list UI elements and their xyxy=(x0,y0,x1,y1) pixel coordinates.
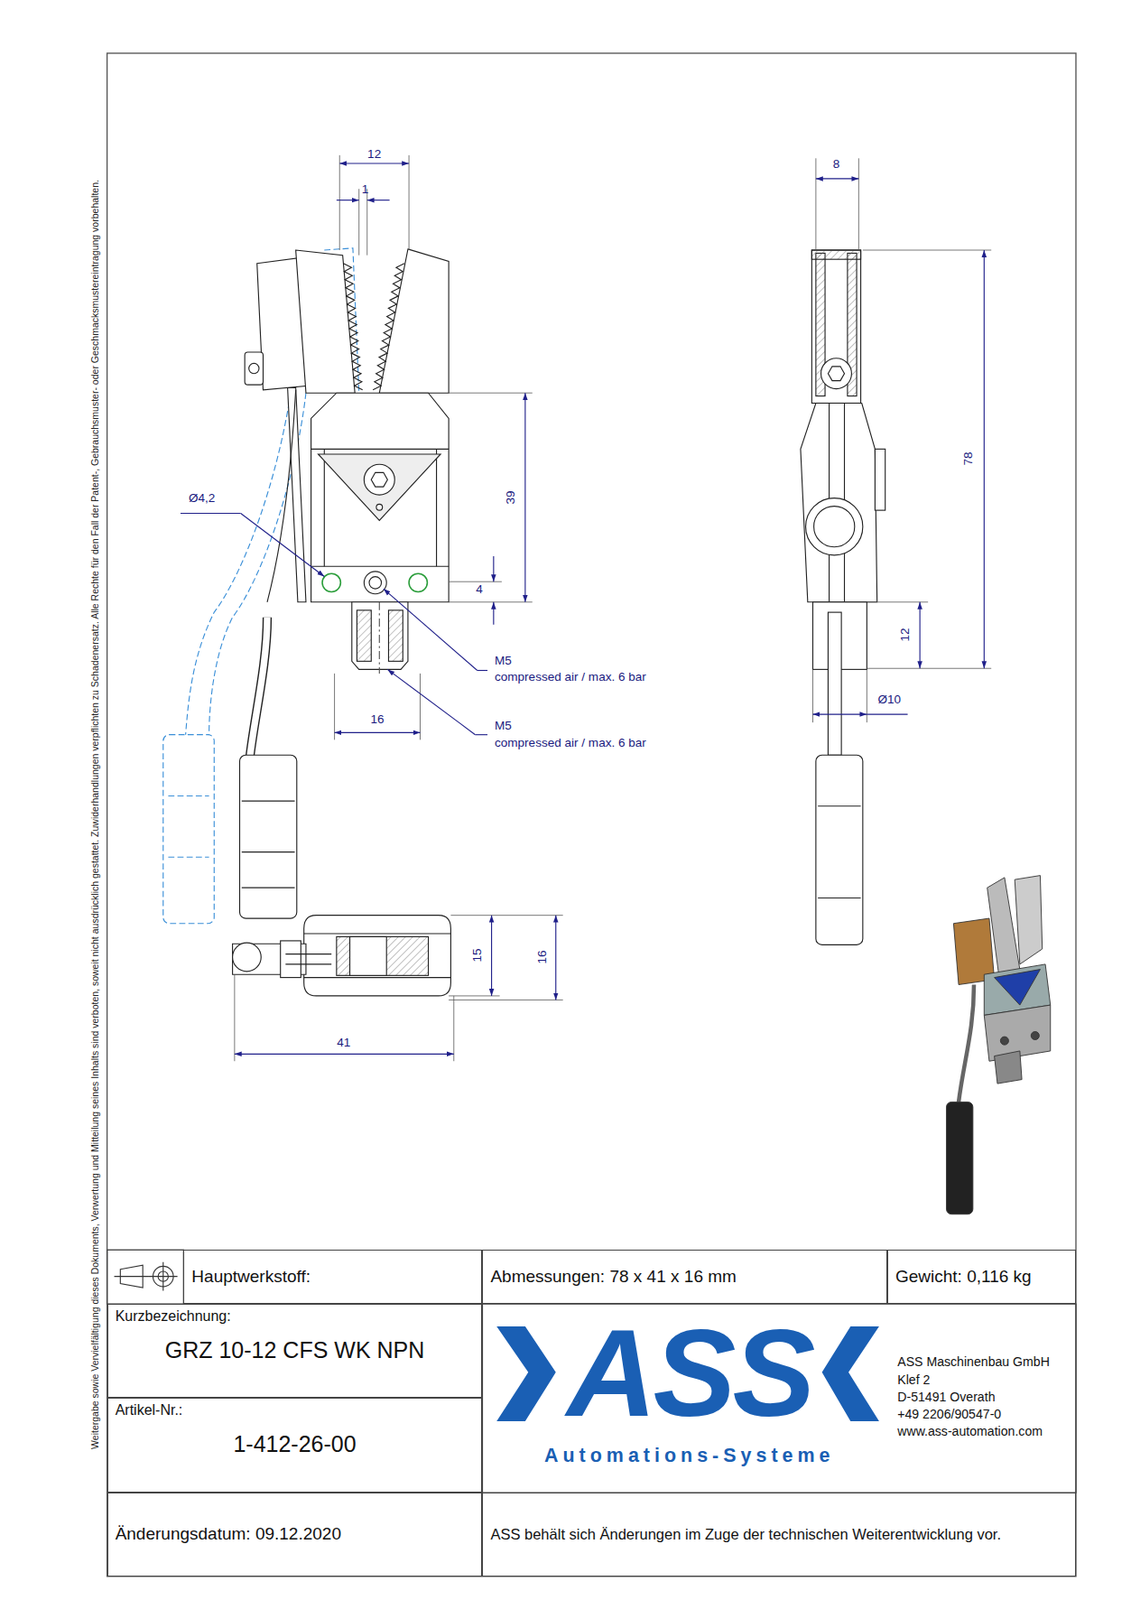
projection-symbol xyxy=(114,1261,178,1291)
company-logo: ASS xyxy=(566,1310,812,1436)
dimension-lines xyxy=(180,155,992,1061)
copyright-note: Weitergabe sowie Vervielfältigung dieses… xyxy=(90,59,102,1569)
port-note: compressed air / max. 6 bar xyxy=(494,735,647,750)
dimension: 1 xyxy=(361,183,370,197)
dimension: 39 xyxy=(504,491,519,505)
cell-label: Änderungsdatum: 09.12.2020 xyxy=(115,1523,475,1544)
dimension: 16 xyxy=(370,712,384,726)
title-block-cell: Änderungsdatum: 09.12.2020 xyxy=(107,1492,483,1576)
company-address: www.ass-automation.com xyxy=(897,1425,1043,1440)
company-address: ASS Maschinenbau GmbH xyxy=(897,1355,1050,1371)
projection-cell xyxy=(107,1249,185,1304)
sheet-frame xyxy=(107,53,1076,1576)
title-block-cell: Kurzbezeichnung: GRZ 10-12 CFS WK NPN xyxy=(107,1303,483,1398)
port-label: M5 xyxy=(494,719,512,733)
cell-label: Abmessungen: 78 x 41 x 16 mm xyxy=(490,1266,880,1287)
dimension: 4 xyxy=(475,583,483,597)
title-block-cell: Artikel-Nr.: 1-412-26-00 xyxy=(107,1397,483,1493)
company-address: D-51491 Overath xyxy=(897,1390,995,1405)
dimension: 12 xyxy=(899,627,913,641)
dimension: 41 xyxy=(336,1035,351,1049)
port-label: M5 xyxy=(494,654,512,668)
dimension: 12 xyxy=(367,147,381,161)
jaw-teeth xyxy=(343,263,362,390)
jaw-teeth xyxy=(372,263,405,390)
cell-label: Gewicht: 0,116 kg xyxy=(895,1266,1068,1287)
title-block-cell: Gewicht: 0,116 kg xyxy=(887,1249,1076,1304)
cell-value: GRZ 10-12 CFS WK NPN xyxy=(115,1336,475,1363)
title-block-cell: Hauptwerkstoff: xyxy=(183,1249,483,1304)
logo-tagline: Automations-Systeme xyxy=(544,1446,835,1468)
side-view xyxy=(800,250,886,945)
dimension: 16 xyxy=(536,949,550,964)
dimension: Ø4,2 xyxy=(188,491,215,506)
dimension: 78 xyxy=(962,452,976,466)
title-block-cell: ASS behält sich Änderungen im Zuge der t… xyxy=(482,1492,1076,1576)
cell-value: 1-412-26-00 xyxy=(115,1430,475,1457)
company-address: Klef 2 xyxy=(897,1372,930,1388)
dimension: 8 xyxy=(833,157,841,171)
dimension: Ø10 xyxy=(877,693,901,707)
company-address: +49 2206/90547-0 xyxy=(897,1407,1002,1422)
cell-label: ASS behält sich Änderungen im Zuge der t… xyxy=(490,1525,1068,1543)
cell-label: Kurzbezeichnung: xyxy=(115,1307,475,1325)
port-note: compressed air / max. 6 bar xyxy=(494,670,647,685)
title-block-cell: Abmessungen: 78 x 41 x 16 mm xyxy=(482,1249,888,1304)
logo-cell xyxy=(482,1303,1076,1493)
cell-label: Hauptwerkstoff: xyxy=(191,1266,474,1287)
product-render xyxy=(945,875,1050,1215)
front-view xyxy=(163,248,452,996)
cell-label: Artikel-Nr.: xyxy=(115,1401,475,1419)
dimension: 15 xyxy=(470,947,484,962)
